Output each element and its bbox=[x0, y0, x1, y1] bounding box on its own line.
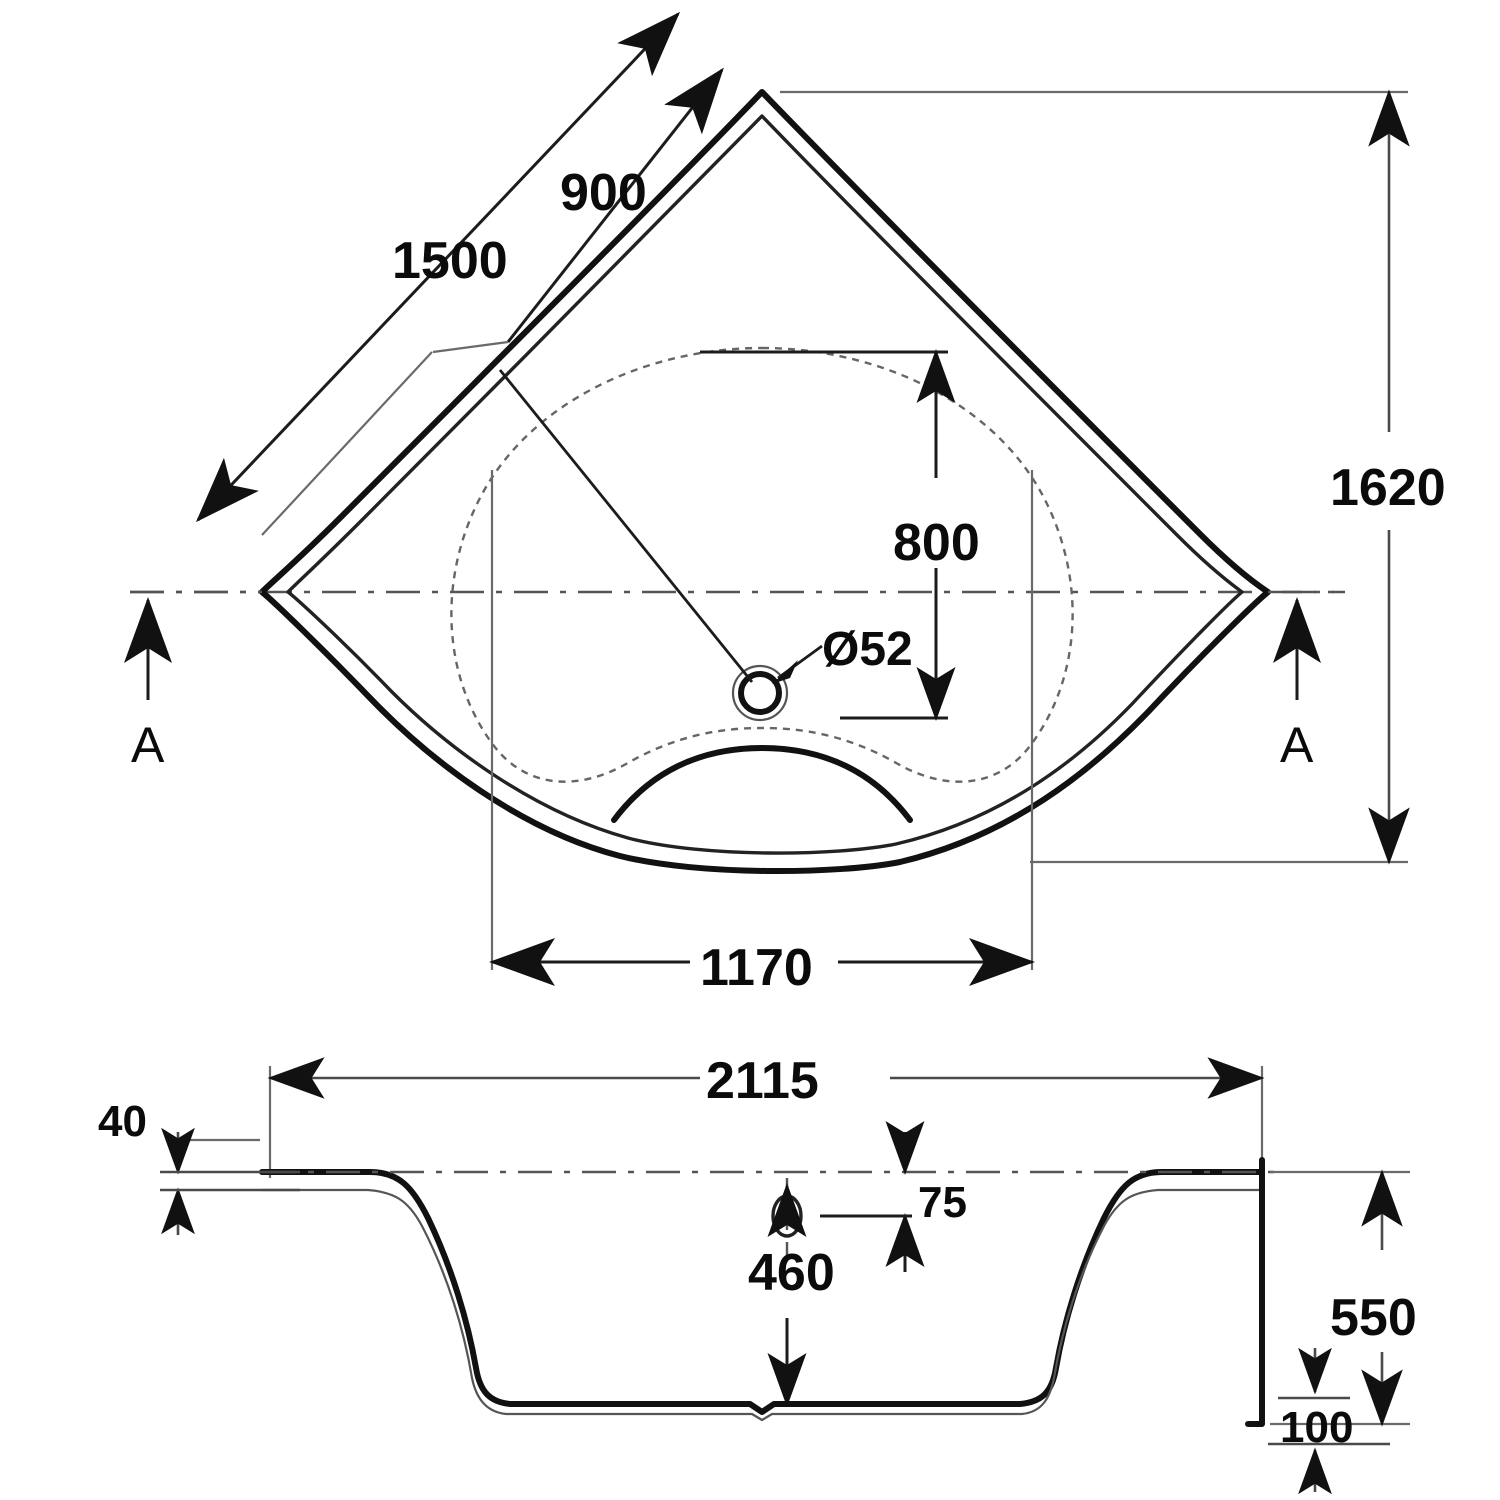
dim-2115-label: 2115 bbox=[706, 1052, 819, 1110]
dim-100-label: 100 bbox=[1280, 1403, 1353, 1452]
dim-1170-label: 1170 bbox=[700, 939, 813, 997]
tub-outer-rim bbox=[259, 89, 1271, 875]
dim-1620-label: 1620 bbox=[1330, 459, 1446, 517]
dim-75-label: 75 bbox=[918, 1178, 967, 1227]
tub-right-apron-foot bbox=[1245, 1401, 1265, 1427]
dim-460-label: 460 bbox=[748, 1244, 835, 1302]
basin-floor-front-curve bbox=[611, 745, 913, 823]
dim-550-label: 550 bbox=[1330, 1289, 1417, 1347]
dim-1500-ext-lower bbox=[261, 351, 433, 536]
basin-diag-construction-line bbox=[498, 369, 754, 683]
dim-900-label: 900 bbox=[560, 164, 647, 222]
tub-inner-rim bbox=[286, 114, 1244, 855]
drain-leader-arrow bbox=[772, 660, 798, 684]
dim-40-label: 40 bbox=[98, 1097, 147, 1146]
dim-900-ext bbox=[432, 340, 509, 354]
plan-view: 900 1500 1620 800 Ø52 bbox=[124, 11, 1446, 997]
dim-1500-line bbox=[195, 11, 681, 523]
tub-section-profile bbox=[259, 1169, 1265, 1415]
section-marker-right-label: A bbox=[1280, 717, 1314, 773]
dim-1500-label: 1500 bbox=[392, 232, 508, 290]
dim-800-label: 800 bbox=[893, 514, 980, 572]
section-marker-left-label: A bbox=[131, 717, 165, 773]
drain-outlet-circle bbox=[738, 671, 782, 715]
tub-section-inner-shell bbox=[260, 1188, 1264, 1422]
drain-diameter-label: Ø52 bbox=[822, 623, 913, 676]
section-view-a-a: 2115 40 75 bbox=[98, 1052, 1417, 1495]
drain-outlet-ring bbox=[731, 664, 789, 722]
